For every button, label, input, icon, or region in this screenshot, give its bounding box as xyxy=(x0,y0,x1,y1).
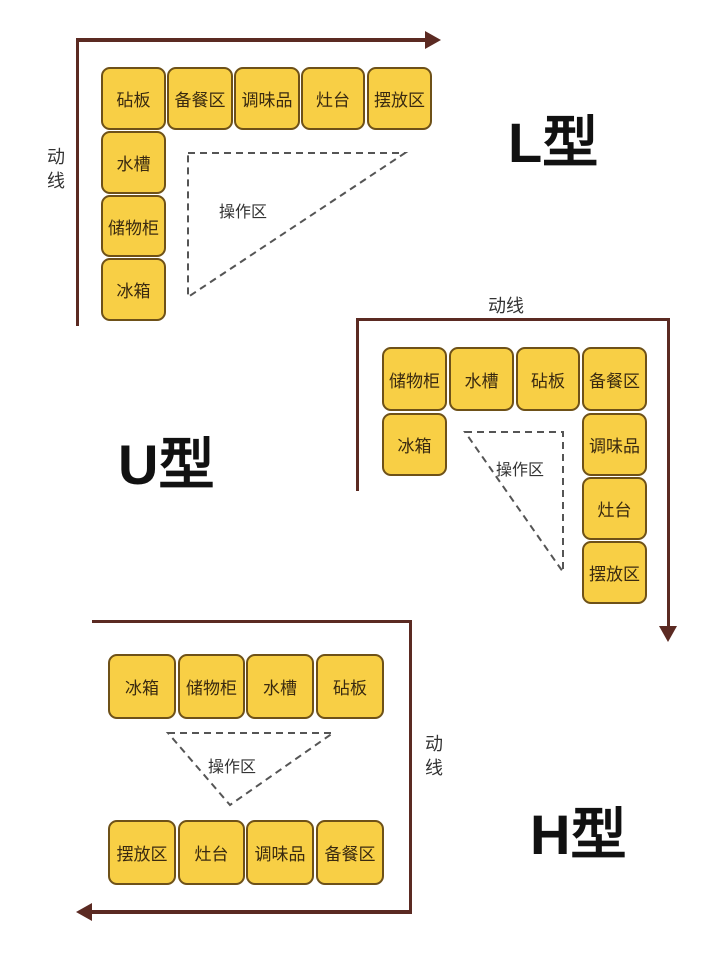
l-station-box: 备餐区 xyxy=(167,67,233,130)
l-work-area-label: 操作区 xyxy=(219,202,268,221)
h-station-box: 调味品 xyxy=(246,820,314,885)
u-flow-arrow-down xyxy=(659,626,677,642)
h-station-box: 摆放区 xyxy=(108,820,176,885)
l-station-box: 调味品 xyxy=(234,67,300,130)
l-station-box: 摆放区 xyxy=(367,67,432,130)
l-flow-label: 动线 xyxy=(47,147,65,192)
l-station-box: 储物柜 xyxy=(101,195,166,257)
h-flow-line-right xyxy=(409,620,412,914)
u-work-triangle xyxy=(463,431,564,576)
u-station-box: 储物柜 xyxy=(382,347,447,411)
u-station-box: 摆放区 xyxy=(582,541,647,604)
h-station-box: 砧板 xyxy=(316,654,384,719)
h-work-area-label: 操作区 xyxy=(208,757,257,776)
h-station-box: 储物柜 xyxy=(178,654,245,719)
u-station-box: 调味品 xyxy=(582,413,647,476)
u-flow-line-right xyxy=(667,318,670,628)
h-flow-arrow-left xyxy=(76,903,92,921)
h-flow-label: 动线 xyxy=(425,734,443,779)
l-station-box: 冰箱 xyxy=(101,258,166,321)
h-station-box: 备餐区 xyxy=(316,820,384,885)
u-station-box: 砧板 xyxy=(516,347,580,411)
l-type-title: L型 xyxy=(508,111,599,174)
h-work-triangle xyxy=(165,732,337,807)
h-flow-line-top xyxy=(92,620,412,623)
h-station-box: 灶台 xyxy=(178,820,245,885)
l-flow-arrow-right xyxy=(425,31,441,49)
u-station-box: 备餐区 xyxy=(582,347,647,411)
l-work-triangle xyxy=(187,152,409,299)
u-work-area-label: 操作区 xyxy=(496,460,545,479)
l-station-box: 砧板 xyxy=(101,67,166,130)
h-flow-line-bottom xyxy=(90,910,412,914)
l-station-box: 灶台 xyxy=(301,67,365,130)
u-flow-line-left xyxy=(356,318,359,491)
u-type-title: U型 xyxy=(118,433,215,496)
l-station-box: 水槽 xyxy=(101,131,166,194)
u-station-box: 水槽 xyxy=(449,347,514,411)
l-flow-line-top xyxy=(76,38,428,42)
h-type-title: H型 xyxy=(530,803,627,866)
u-station-box: 冰箱 xyxy=(382,413,447,476)
u-flow-label: 动线 xyxy=(488,296,524,317)
h-station-box: 冰箱 xyxy=(108,654,176,719)
u-flow-line-top xyxy=(356,318,670,321)
u-station-box: 灶台 xyxy=(582,477,647,540)
l-flow-line-left xyxy=(76,38,79,326)
h-station-box: 水槽 xyxy=(246,654,314,719)
